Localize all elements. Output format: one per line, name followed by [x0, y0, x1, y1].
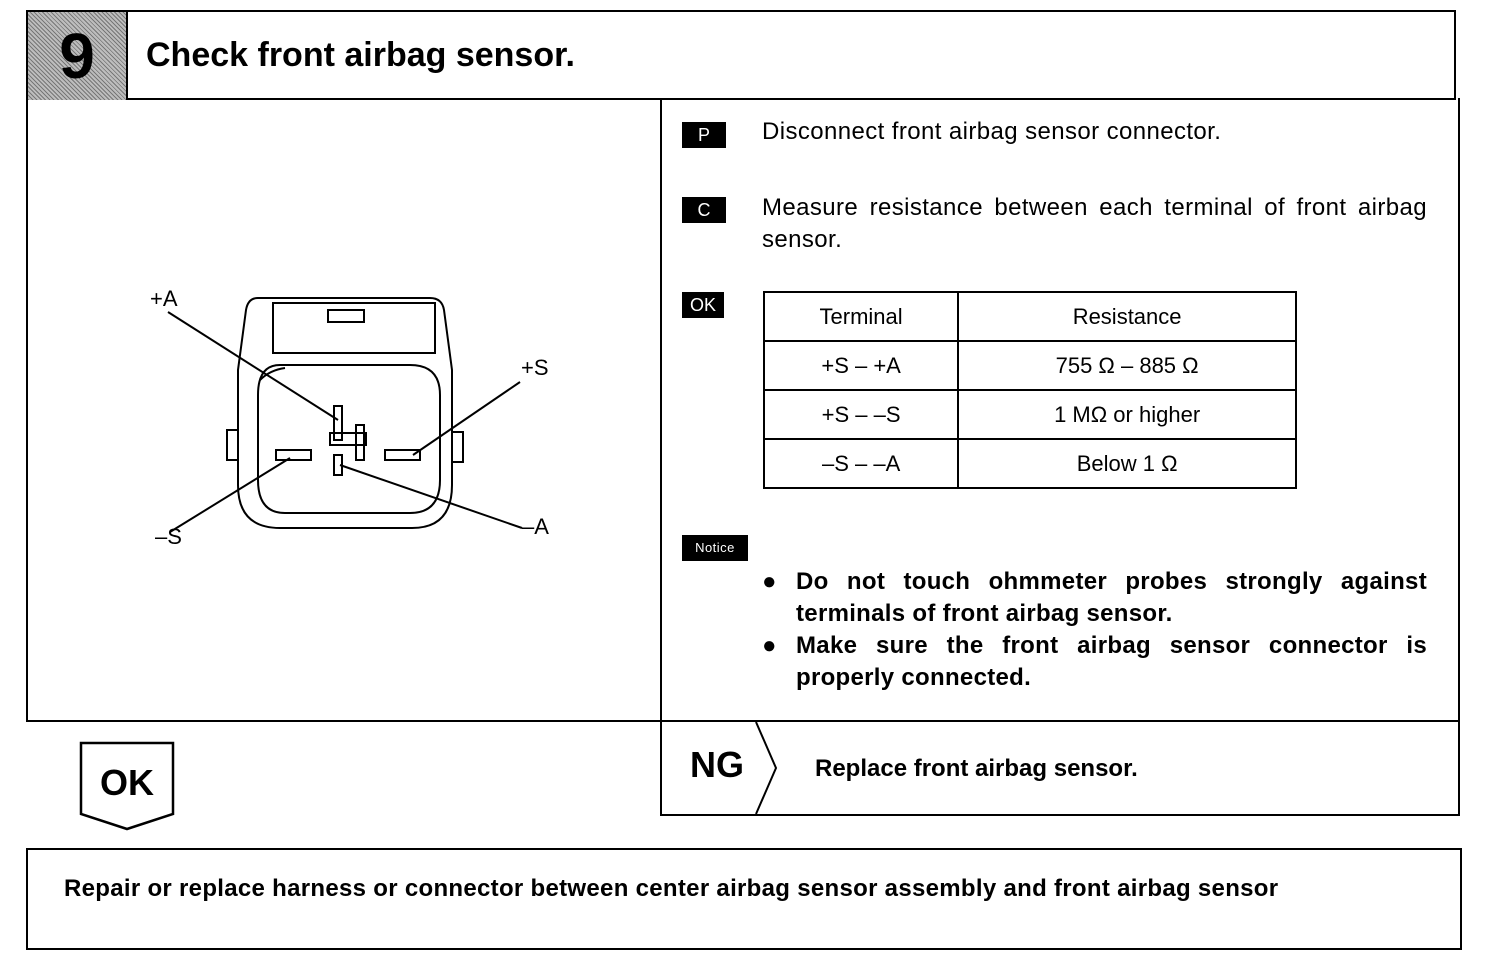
label-minus-a: –A [522, 514, 549, 539]
tag-ok-spec: OK [682, 292, 724, 318]
label-minus-s: –S [155, 524, 182, 549]
ng-result-box [660, 720, 1460, 816]
connector-housing [237, 297, 453, 529]
notice-list: ● Do not touch ohmmeter probes strongly … [762, 566, 1427, 694]
instruction-disconnect: Disconnect front airbag sensor connector… [762, 118, 1222, 145]
table-cell-resistance: 755 Ω – 885 Ω [957, 340, 1297, 391]
label-plus-s: +S [521, 355, 549, 380]
step-header: 9 Check front airbag sensor. [26, 10, 1456, 100]
connector-cavity [257, 364, 441, 514]
ng-result-label: NG [690, 744, 744, 785]
leader-line-plus-a [167, 311, 339, 421]
leader-line-minus-a [339, 464, 523, 529]
column-header-resistance: Resistance [957, 291, 1297, 342]
terminal-plus-a [333, 405, 343, 441]
connector-diagram [167, 297, 523, 533]
tag-check: C [682, 197, 726, 223]
terminal-minus-s [275, 449, 312, 461]
ok-result-badge [79, 741, 175, 831]
bullet-icon: ● [762, 632, 777, 659]
list-item: ● Do not touch ohmmeter probes strongly … [762, 566, 1427, 630]
list-item: ● Make sure the front airbag sensor conn… [762, 630, 1427, 694]
table-row: –S – –A Below 1 Ω [762, 438, 1297, 489]
table-cell-terminal: –S – –A [762, 438, 960, 489]
page-title: Check front airbag sensor. [146, 36, 575, 74]
ok-result-label: OK [100, 762, 154, 803]
table-row: +S – +A 755 Ω – 885 Ω [762, 340, 1297, 391]
instruction-measure: Measure resistance between each terminal… [762, 194, 1427, 253]
table-header-row: Terminal Resistance [762, 291, 1297, 342]
ng-action-text: Replace front airbag sensor. [815, 755, 1138, 782]
column-divider [660, 100, 662, 816]
resistance-table: Terminal Resistance +S – +A 755 Ω – 885 … [762, 291, 1297, 489]
table-cell-resistance: Below 1 Ω [957, 438, 1297, 489]
step-number: 9 [59, 20, 95, 92]
ok-action-text: Repair or replace harness or connector b… [64, 875, 1279, 902]
ok-action-box [26, 848, 1462, 950]
leader-line-minus-s [169, 457, 291, 533]
bullet-icon: ● [762, 568, 777, 595]
terminal-plus-s [384, 449, 421, 461]
table-cell-terminal: +S – –S [762, 389, 960, 440]
connector-latch [272, 302, 436, 354]
label-plus-a: +A [150, 286, 178, 311]
table-cell-resistance: 1 MΩ or higher [957, 389, 1297, 440]
column-header-terminal: Terminal [762, 291, 960, 342]
tag-prepare: P [682, 122, 726, 148]
table-cell-terminal: +S – +A [762, 340, 960, 391]
leader-line-plus-s [412, 381, 521, 456]
table-row: +S – –S 1 MΩ or higher [762, 389, 1297, 440]
ng-arrow-icon [755, 722, 778, 814]
tag-notice: Notice [682, 535, 748, 561]
step-number-badge: 9 [28, 12, 128, 100]
